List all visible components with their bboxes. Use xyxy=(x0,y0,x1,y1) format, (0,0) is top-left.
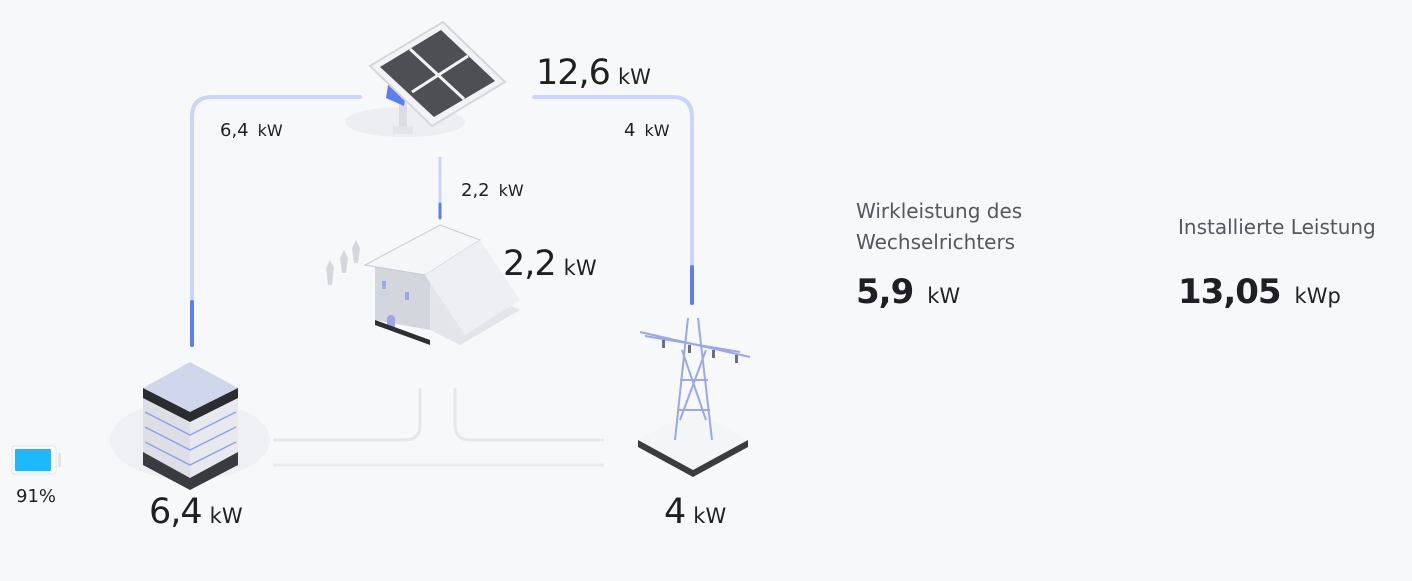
stat-label: Installierte Leistung xyxy=(1178,215,1376,239)
flow-line-solar-battery xyxy=(190,95,362,347)
power-pylon-icon xyxy=(638,317,751,477)
battery-level-icon xyxy=(11,445,61,475)
battery-soc-label: 91% xyxy=(16,486,57,507)
battery-storage-icon xyxy=(110,362,270,490)
solar-panel-icon xyxy=(345,20,507,137)
house-icon xyxy=(326,224,520,345)
idle-line-battery-home xyxy=(273,388,422,442)
idle-line-home-grid xyxy=(453,388,604,442)
flow-line-solar-grid xyxy=(532,95,694,305)
